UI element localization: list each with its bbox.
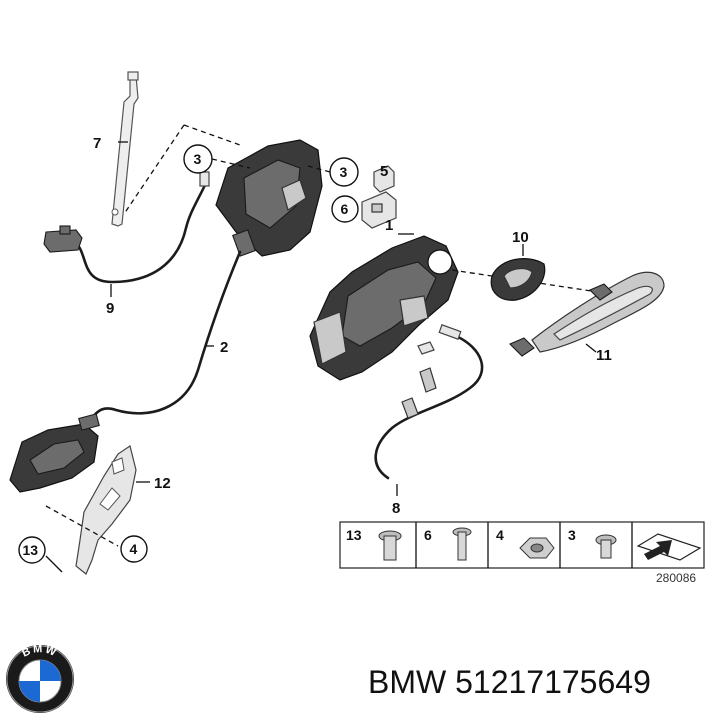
part-number-caption: BMW 51217175649 xyxy=(368,664,651,700)
part-8-bowden-cable xyxy=(374,324,484,480)
callout-circle-13 xyxy=(18,536,46,564)
part-9-cable xyxy=(43,171,210,284)
screw-13-icon xyxy=(378,530,402,561)
hardware-label-13: 13 xyxy=(346,527,362,543)
callout-12: 12 xyxy=(154,475,171,492)
callout-2: 2 xyxy=(220,339,228,356)
callout-circle-6 xyxy=(331,195,359,223)
hardware-label-6: 6 xyxy=(424,527,432,543)
leader-11 xyxy=(585,343,597,353)
callout-4: 4 xyxy=(130,541,138,557)
part-6-bracket xyxy=(361,191,397,229)
part-actuator-motor xyxy=(9,413,100,493)
callout-6: 6 xyxy=(341,201,349,217)
part-10-cap xyxy=(490,258,546,301)
view-direction-icon xyxy=(636,533,702,561)
nut-4-icon xyxy=(519,537,555,559)
callout-8: 8 xyxy=(392,500,400,517)
callout-11: 11 xyxy=(596,347,612,364)
diagram-number: 280086 xyxy=(656,571,696,585)
part-11-outer-handle xyxy=(509,271,665,357)
callout-9: 9 xyxy=(106,300,114,317)
part-3-lock-actuator xyxy=(215,139,323,257)
callout-10: 10 xyxy=(512,229,529,246)
callout-circle-4 xyxy=(120,535,148,563)
leader-13 xyxy=(45,555,63,573)
bmw-logo-icon: BMW xyxy=(6,643,74,713)
bolt-6-icon xyxy=(452,527,472,561)
svg-text:BMW: BMW xyxy=(20,643,59,660)
callout-13: 13 xyxy=(23,542,39,558)
part-12-bracket xyxy=(75,445,137,575)
part-7-rod xyxy=(111,71,139,227)
screw-3-icon xyxy=(595,534,617,559)
hardware-strip: 13 6 4 3 xyxy=(339,521,705,569)
leader-3b xyxy=(307,165,331,173)
callout-5: 5 xyxy=(380,163,388,180)
part-1-handle-carrier xyxy=(309,235,459,381)
assembly-line-top xyxy=(183,124,241,146)
callout-3a: 3 xyxy=(194,151,202,167)
callout-1: 1 xyxy=(385,217,393,234)
callout-7: 7 xyxy=(93,135,101,152)
bmw-logo-text: BMW xyxy=(20,643,57,660)
assembly-line-4 xyxy=(45,505,119,547)
leader-3a xyxy=(211,158,251,169)
assembly-line-7 xyxy=(123,124,185,215)
part-5-clip xyxy=(373,165,395,193)
hardware-label-4: 4 xyxy=(496,527,504,543)
part-2-cable xyxy=(90,250,242,420)
hardware-label-3: 3 xyxy=(568,527,576,543)
callout-3b: 3 xyxy=(340,164,348,180)
